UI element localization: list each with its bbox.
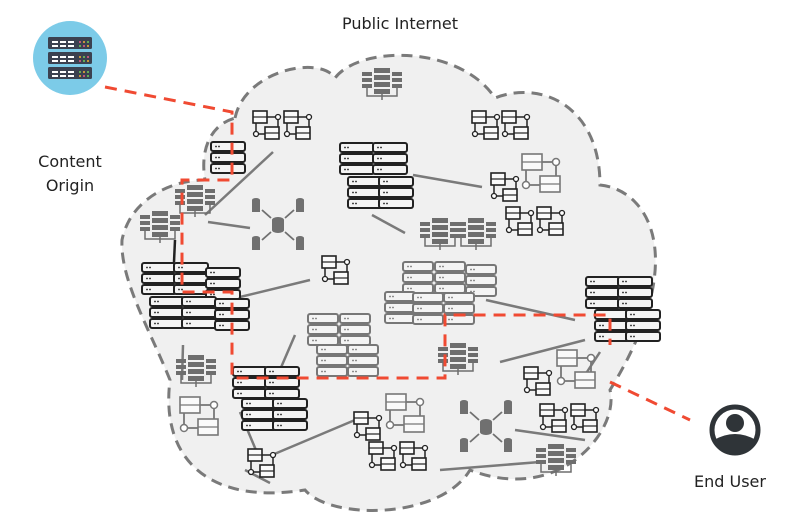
content-origin-label-line1: Content bbox=[38, 152, 102, 171]
user-avatar-icon bbox=[709, 404, 761, 456]
rack-node[interactable] bbox=[372, 142, 408, 175]
rack-node[interactable] bbox=[141, 262, 177, 295]
rack-node[interactable] bbox=[316, 344, 348, 377]
rack-node[interactable] bbox=[264, 366, 300, 399]
rack-node[interactable] bbox=[625, 309, 661, 342]
rack-node[interactable] bbox=[339, 313, 371, 346]
server-rack-icon bbox=[48, 37, 92, 79]
rack-node[interactable] bbox=[241, 398, 277, 431]
end-user-node[interactable] bbox=[709, 404, 761, 456]
delivery-path bbox=[104, 85, 691, 422]
rack-node[interactable] bbox=[402, 261, 434, 294]
rack-node[interactable] bbox=[378, 176, 414, 209]
content-origin-label-line2: Origin bbox=[45, 176, 95, 195]
diagram-title: Public Internet bbox=[342, 14, 458, 33]
rack-node[interactable] bbox=[384, 291, 416, 324]
rack-node[interactable] bbox=[307, 313, 339, 346]
rack-node[interactable] bbox=[617, 276, 653, 309]
content-origin-label: Content Origin bbox=[10, 150, 130, 198]
rack-node[interactable] bbox=[347, 176, 383, 209]
rack-node[interactable] bbox=[412, 292, 444, 325]
rack-node[interactable] bbox=[149, 296, 185, 329]
rack-node[interactable] bbox=[443, 292, 475, 325]
rack-node[interactable] bbox=[181, 296, 217, 329]
rack-node[interactable] bbox=[210, 141, 246, 174]
rack-node[interactable] bbox=[173, 262, 209, 295]
rack-node[interactable] bbox=[585, 276, 621, 309]
end-user-label: End User bbox=[694, 472, 766, 491]
rack-node[interactable] bbox=[347, 344, 379, 377]
rack-node[interactable] bbox=[465, 264, 497, 297]
content-origin-node[interactable] bbox=[33, 21, 107, 95]
rack-node[interactable] bbox=[339, 142, 375, 175]
rack-node[interactable] bbox=[232, 366, 268, 399]
rack-node[interactable] bbox=[272, 398, 308, 431]
rack-node[interactable] bbox=[434, 261, 466, 294]
rack-node[interactable] bbox=[205, 267, 241, 300]
